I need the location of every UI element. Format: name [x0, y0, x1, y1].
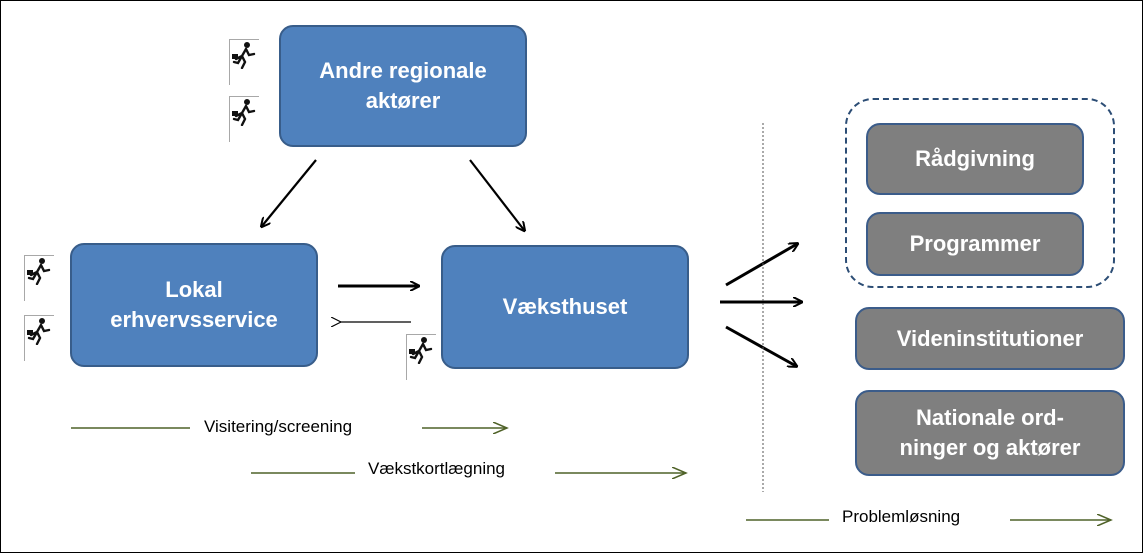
node-andre-label: Andre regionale aktører: [319, 58, 487, 113]
arrow-andre-to-lokal: [262, 159, 317, 226]
advisory-group-outline: [845, 98, 1115, 288]
node-vaeksthuset-label: Væksthuset: [502, 294, 628, 320]
node-andre-regionale-aktoerer: Andre regionale aktører: [279, 25, 527, 147]
label-vaekstkortlaegning: Vækstkortlægning: [368, 459, 506, 478]
running-businessman-icon: [24, 255, 54, 301]
arrow-out-up: [725, 244, 797, 287]
arrow-andre-to-vaeksthuset: [469, 159, 524, 230]
node-nationale-ordninger: Nationale ord-ninger og aktører: [855, 390, 1125, 476]
arrow-out-down: [725, 325, 796, 366]
running-businessman-icon: [229, 96, 259, 142]
node-lokal-label: Lokal erhvervsservice: [110, 277, 278, 332]
node-programmer: Programmer: [866, 212, 1084, 276]
label-visitering: Visitering/screening: [204, 417, 353, 436]
node-videninstitutioner: Videninstitutioner: [855, 307, 1125, 370]
node-raadgivning-label: Rådgivning: [915, 146, 1035, 172]
node-videninstitutioner-label: Videninstitutioner: [896, 325, 1084, 351]
node-raadgivning: Rådgivning: [866, 123, 1084, 195]
node-nationale-label: Nationale ord-ninger og aktører: [899, 405, 1081, 460]
node-programmer-label: Programmer: [909, 231, 1041, 257]
running-businessman-icon: [406, 334, 436, 380]
node-vaeksthuset: Væksthuset: [441, 245, 689, 369]
label-problemloesning: Problemløsning: [842, 507, 961, 526]
running-businessman-icon: [24, 315, 54, 361]
node-lokal-erhvervsservice: Lokal erhvervsservice: [70, 243, 318, 367]
running-businessman-icon: [229, 39, 259, 85]
